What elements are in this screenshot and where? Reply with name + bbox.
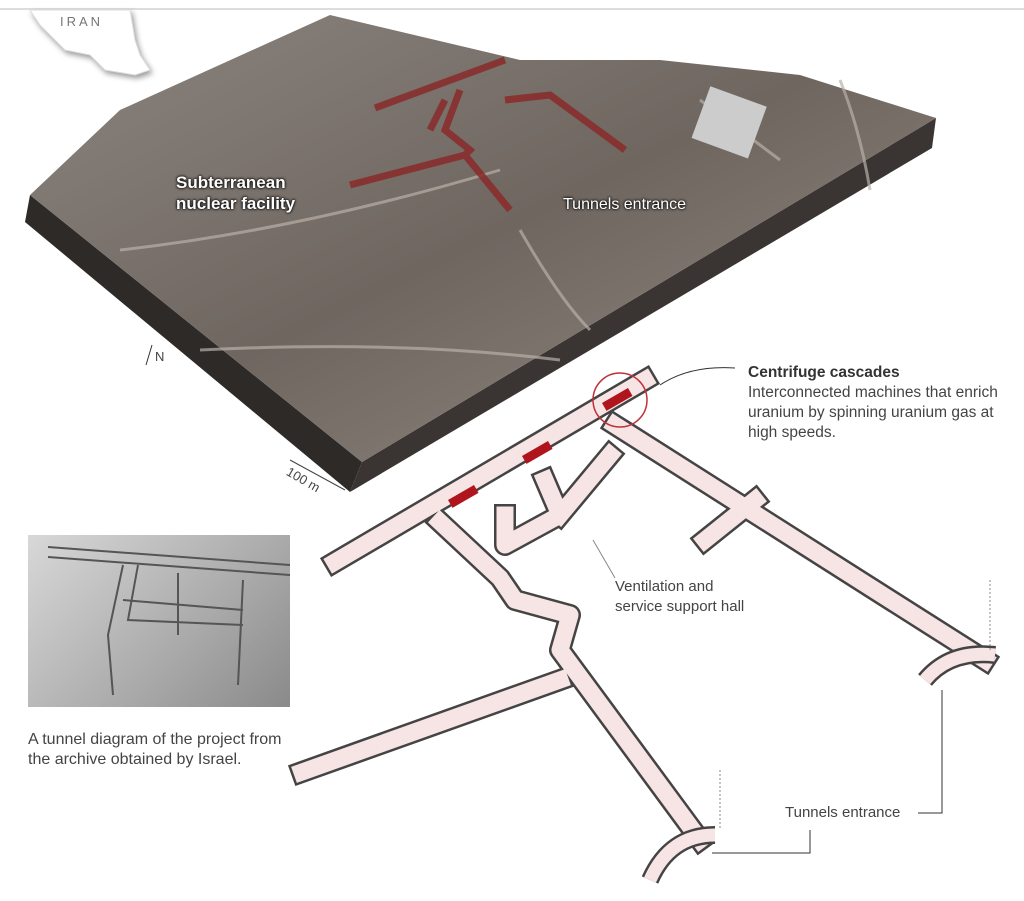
top-divider bbox=[0, 8, 1024, 10]
tunnel-overlay bbox=[349, 56, 628, 213]
north-label: N bbox=[155, 349, 165, 364]
archive-tunnel-photo bbox=[28, 535, 290, 707]
terrain-side-left bbox=[25, 195, 362, 492]
terrain-side-right bbox=[350, 118, 936, 492]
iran-label: IRAN bbox=[60, 14, 104, 29]
photo-caption: A tunnel diagram of the project from the… bbox=[28, 731, 282, 768]
iran-map-shape bbox=[29, 9, 151, 76]
centrifuge-description: Interconnected machines that enrich uran… bbox=[748, 384, 998, 441]
ventilation-label: Ventilation and service support hall bbox=[615, 578, 745, 615]
diagram-entrance-label: Tunnels entrance bbox=[785, 804, 901, 821]
building-roof bbox=[691, 86, 767, 159]
facility-label: Subterranean nuclear facility bbox=[176, 173, 296, 213]
centrifuge-highlight-circle bbox=[592, 372, 648, 428]
terrain-entrance-label: Tunnels entrance bbox=[563, 196, 687, 213]
entrance-leader bbox=[918, 690, 943, 814]
centrifuge-title: Centrifuge cascades bbox=[748, 364, 900, 381]
centrifuge-arrow bbox=[659, 367, 736, 386]
tunnel-diagram bbox=[287, 364, 1001, 856]
centrifuge-markers bbox=[448, 388, 633, 508]
centrifuge-callout: Centrifuge cascades Interconnected machi… bbox=[748, 363, 998, 443]
